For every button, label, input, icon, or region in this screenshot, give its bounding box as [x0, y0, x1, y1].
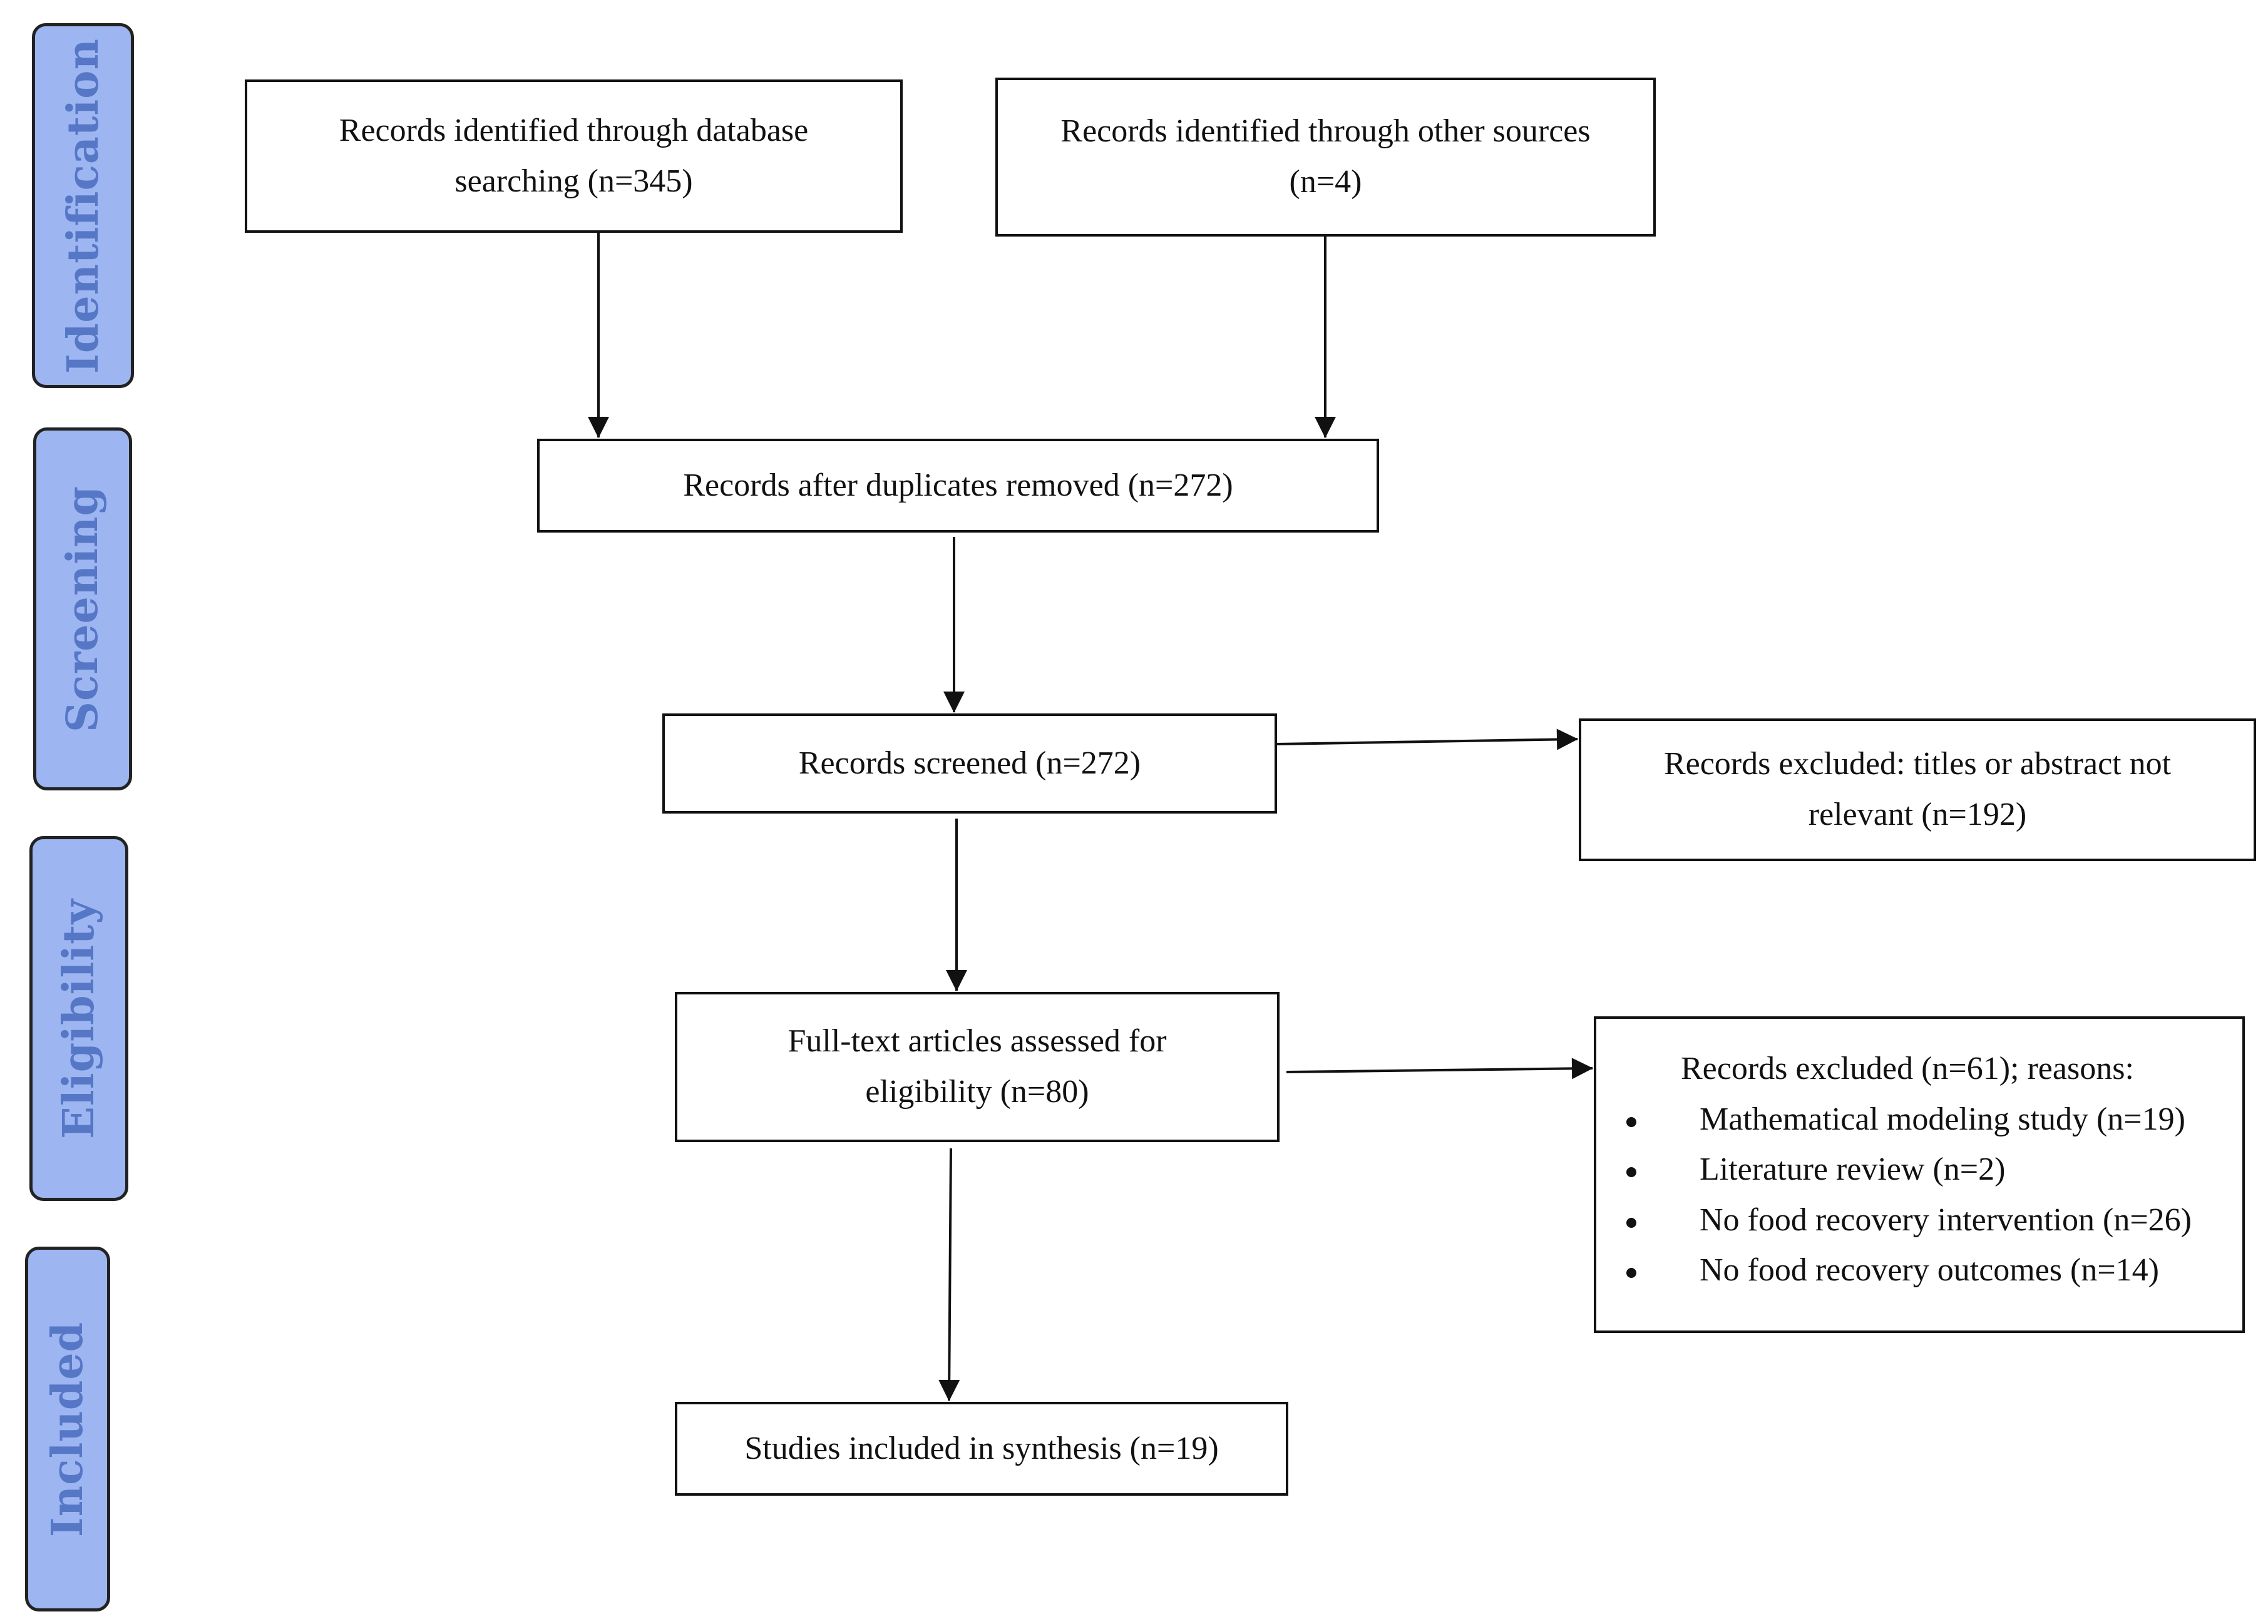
- box-studies-included: Studies included in synthesis (n=19): [675, 1402, 1288, 1496]
- box-studies-included-line1: Studies included in synthesis (n=19): [744, 1430, 1219, 1466]
- stage-identification: Identification: [32, 23, 134, 388]
- arrow-screened-to-excluded: [1276, 728, 1578, 750]
- stage-eligibility: Eligibility: [29, 836, 128, 1201]
- box-database-records-line1: Records identified through database: [339, 112, 809, 148]
- box-fulltext-line2: eligibility (n=80): [865, 1074, 1089, 1110]
- exclusion-reasons-list: Mathematical modeling study (n=19) Liter…: [1615, 1095, 2192, 1296]
- box-duplicates-removed-line1: Records after duplicates removed (n=272): [683, 467, 1233, 503]
- exclusion-reason-item: Literature review (n=2): [1615, 1145, 2192, 1195]
- box-other-sources-line1: Records identified through other sources: [1060, 113, 1591, 150]
- box-database-records-line2: searching (n=345): [454, 163, 693, 199]
- box-other-sources-records: Records identified through other sources…: [995, 78, 1656, 237]
- arrow-fulltext-to-excluded-reasons: [1286, 1058, 1593, 1080]
- box-records-screened-line1: Records screened (n=272): [798, 745, 1141, 781]
- box-database-records: Records identified through database sear…: [245, 79, 903, 233]
- box-records-screened: Records screened (n=272): [662, 713, 1277, 814]
- box-excluded-titles-line2: relevant (n=192): [1808, 797, 2027, 832]
- exclusion-reason-item: No food recovery outcomes (n=14): [1615, 1245, 2192, 1296]
- box-excluded-titles-line1: Records excluded: titles or abstract not: [1663, 746, 2172, 782]
- stage-screening: Screening: [33, 427, 132, 790]
- box-other-sources-line2: (n=4): [1289, 164, 1362, 200]
- arrow-fulltext-to-included: [938, 1148, 960, 1401]
- box-fulltext-assessed: Full-text articles assessed for eligibil…: [675, 992, 1280, 1142]
- exclusion-reason-item: No food recovery intervention (n=26): [1615, 1195, 2192, 1246]
- exclusion-reason-item: Mathematical modeling study (n=19): [1615, 1095, 2192, 1145]
- box-excluded-reasons-title: Records excluded (n=61); reasons:: [1681, 1051, 2134, 1086]
- stage-included: Included: [25, 1247, 110, 1611]
- box-duplicates-removed: Records after duplicates removed (n=272): [537, 439, 1379, 533]
- box-excluded-reasons: Records excluded (n=61); reasons: Mathem…: [1594, 1016, 2245, 1333]
- box-excluded-titles: Records excluded: titles or abstract not…: [1579, 718, 2256, 861]
- box-fulltext-line1: Full-text articles assessed for: [788, 1023, 1167, 1060]
